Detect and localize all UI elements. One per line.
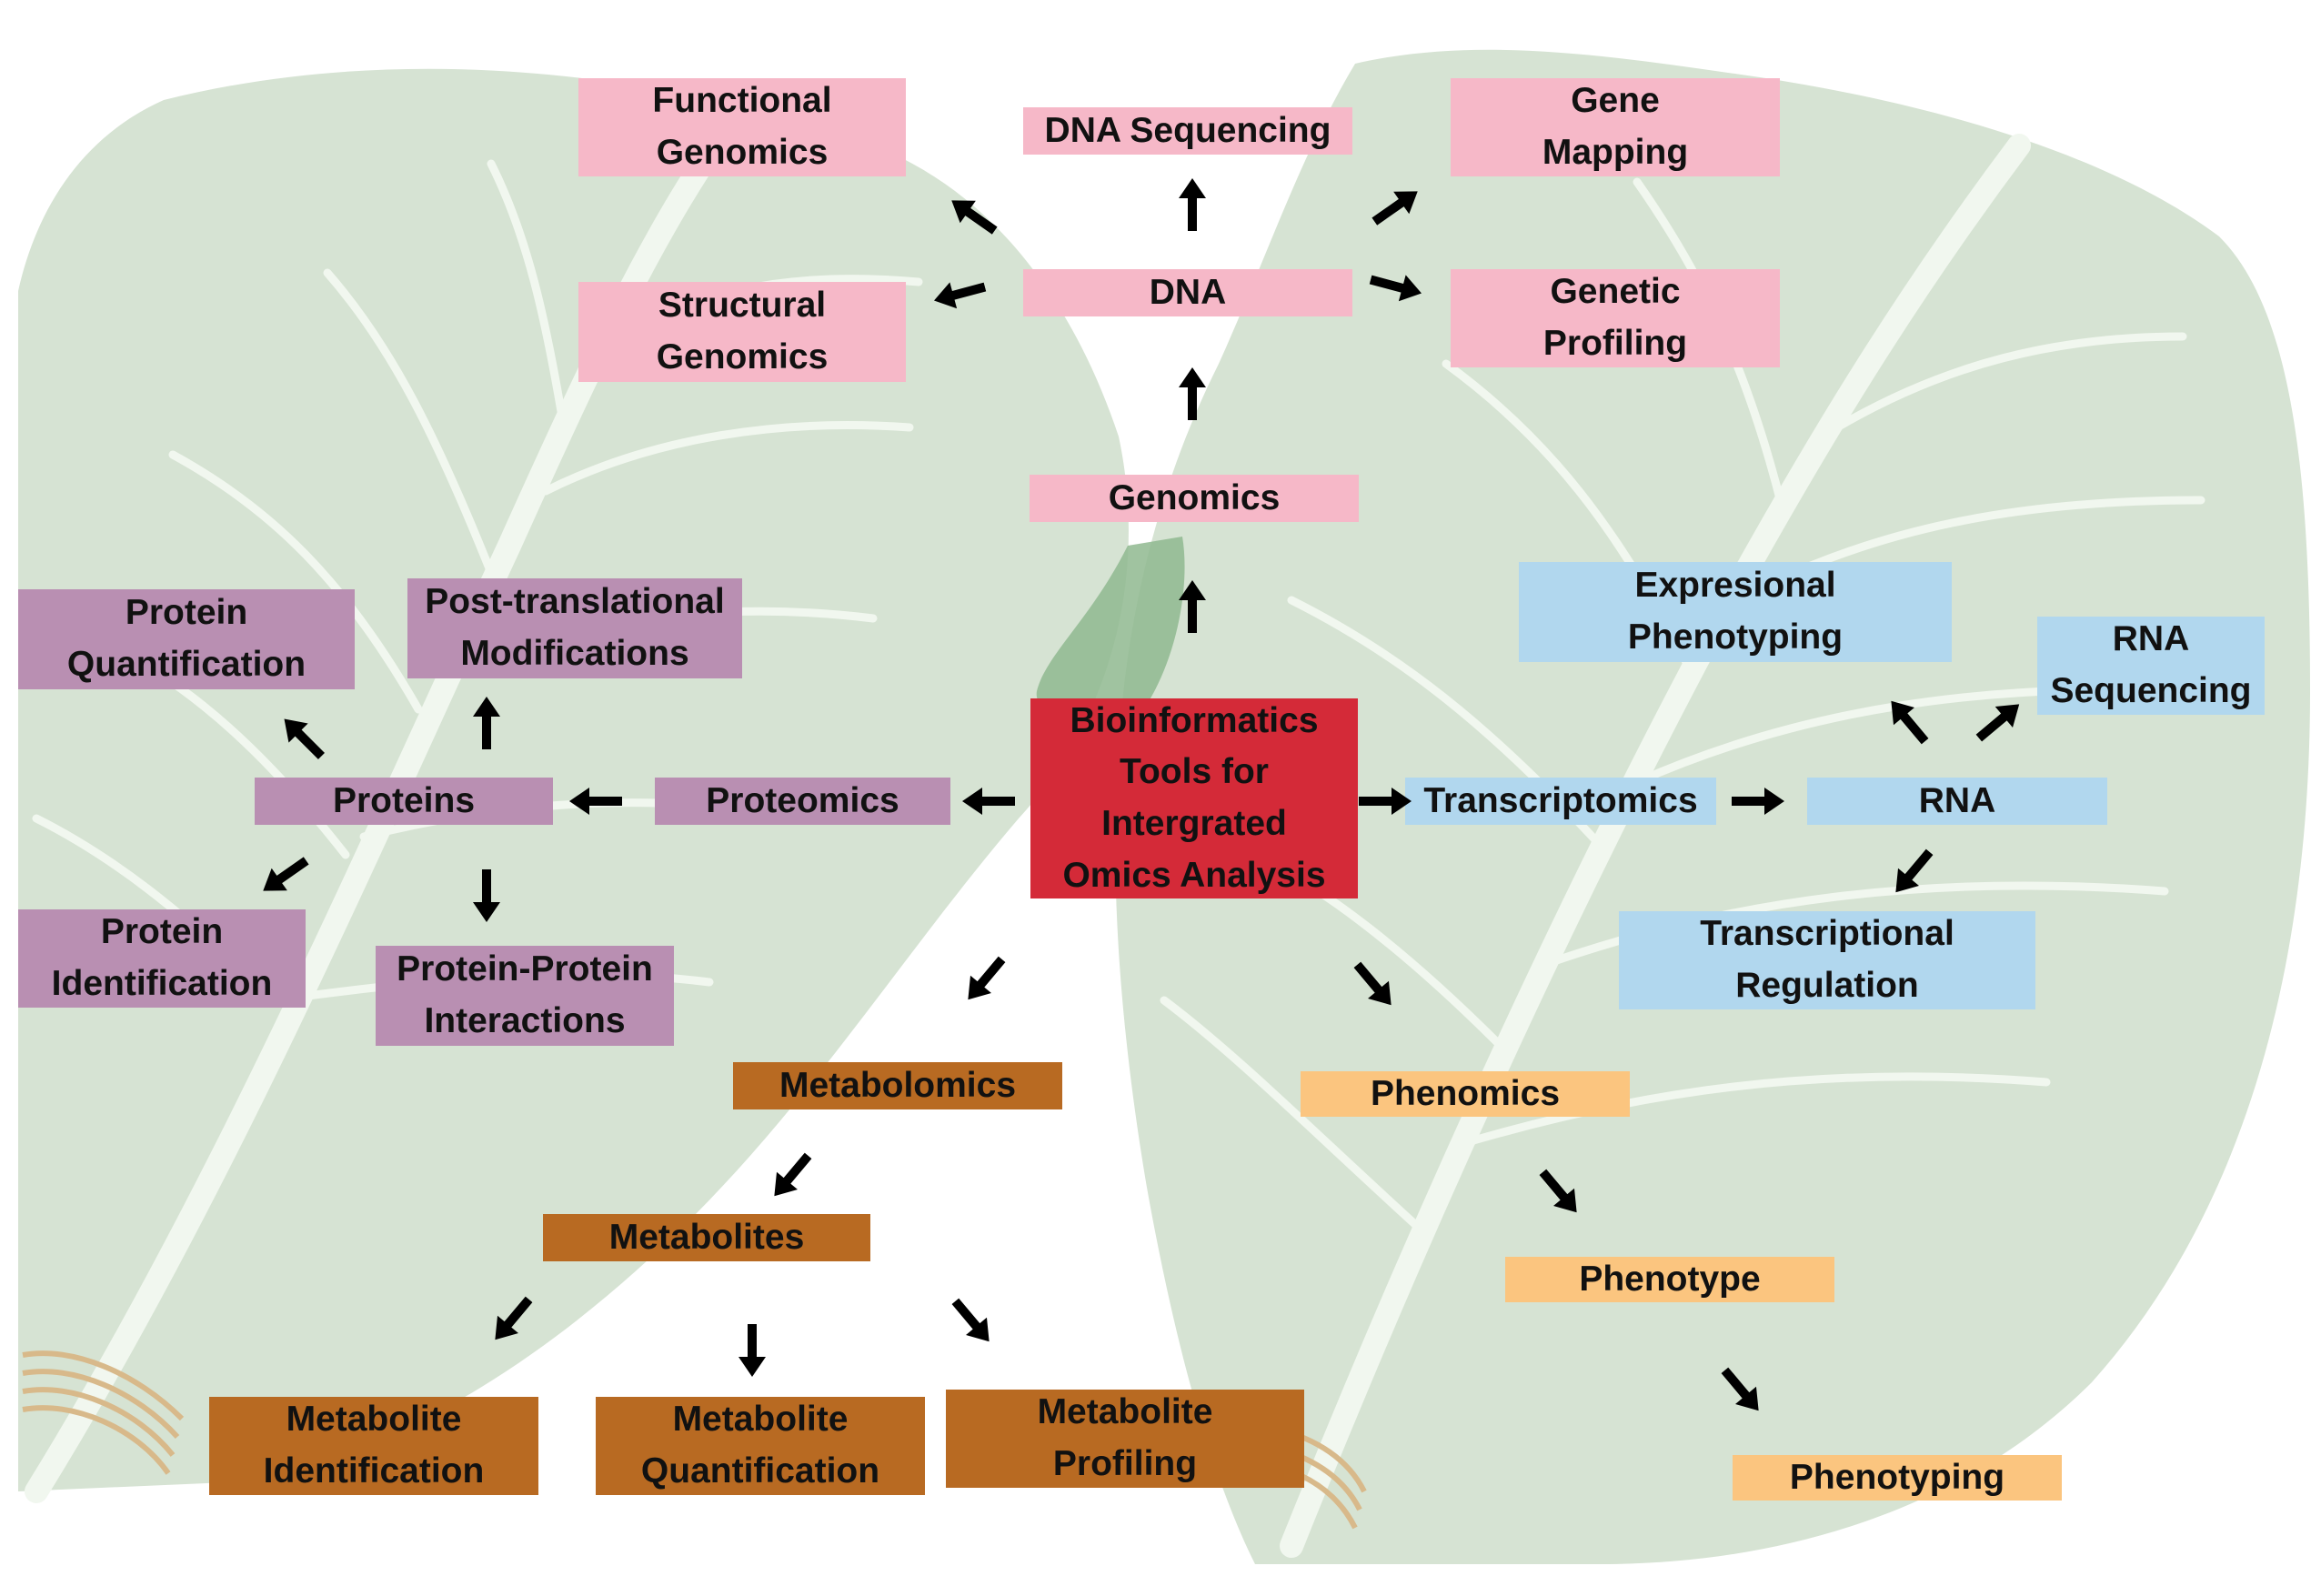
post-translational-box: Post-translational Modifications <box>407 578 742 678</box>
metabolomics-box: Metabolomics <box>733 1062 1062 1109</box>
phenotype-box: Phenotype <box>1505 1257 1834 1302</box>
arrow-transcriptomics <box>1359 788 1412 815</box>
arrow-metabolomics <box>968 956 1006 1000</box>
arrow-phenotyping <box>1721 1367 1759 1411</box>
center-bioinformatics-box: Bioinformatics Tools for Intergrated Omi… <box>1030 698 1358 898</box>
rna-sequencing-box: RNA Sequencing <box>2037 617 2265 715</box>
arrow-rna-sequencing <box>1975 704 2020 742</box>
protein-interactions-box: Protein-Protein Interactions <box>376 946 674 1046</box>
structural-genomics-box: Structural Genomics <box>578 282 906 382</box>
dna-sequencing-box: DNA Sequencing <box>1023 107 1352 155</box>
arrow-rna <box>1732 788 1784 815</box>
protein-identification-box: Protein Identification <box>18 909 306 1008</box>
phenotyping-box: Phenotyping <box>1733 1455 2062 1501</box>
arrow-protein-identification <box>263 857 309 891</box>
arrow-transcriptional-regulation <box>1895 848 1934 893</box>
phenomics-box: Phenomics <box>1301 1071 1630 1117</box>
arrow-proteins <box>569 788 622 815</box>
arrow-genetic-profiling <box>1369 275 1422 302</box>
expressional-phenotyping-box: Expresional Phenotyping <box>1519 562 1952 662</box>
arrow-protein-interactions <box>473 869 500 922</box>
functional-genomics-box: Functional Genomics <box>578 78 906 176</box>
right-midrib <box>1280 134 2031 1558</box>
rna-box: RNA <box>1807 778 2107 825</box>
metabolite-quantification-box: Metabolite Quantification <box>596 1397 925 1495</box>
transcriptomics-box: Transcriptomics <box>1405 778 1716 825</box>
arrow-metabolite-quantification <box>738 1324 766 1377</box>
arrow-structural-genomics <box>933 282 987 309</box>
left-twine <box>22 1350 185 1421</box>
dna-box: DNA <box>1023 269 1352 316</box>
arrow-functional-genomics <box>951 200 998 235</box>
arrow-proteomics <box>962 788 1015 815</box>
arrow-metabolite-identification <box>495 1296 533 1340</box>
arrow-dna-sequencing <box>1179 178 1206 231</box>
arrow-metabolite-profiling <box>951 1298 990 1342</box>
protein-quantification-box: Protein Quantification <box>18 589 355 689</box>
metabolite-profiling-box: Metabolite Profiling <box>946 1390 1304 1488</box>
metabolites-box: Metabolites <box>543 1214 870 1261</box>
arrow-post-translational <box>473 697 500 749</box>
genomics-box: Genomics <box>1030 475 1359 522</box>
arrow-protein-quantification <box>284 718 326 760</box>
arrow-phenotype <box>1539 1169 1577 1213</box>
gene-mapping-box: Gene Mapping <box>1451 78 1780 176</box>
metabolite-identification-box: Metabolite Identification <box>209 1397 538 1495</box>
stem <box>1036 537 1185 722</box>
transcriptional-regulation-box: Transcriptional Regulation <box>1619 911 2035 1009</box>
arrow-metabolites <box>774 1152 812 1197</box>
arrow-genomics-up <box>1179 580 1206 633</box>
arrow-phenomics <box>1353 961 1392 1006</box>
proteomics-box: Proteomics <box>655 778 950 825</box>
genetic-profiling-box: Genetic Profiling <box>1451 269 1780 367</box>
proteins-box: Proteins <box>255 778 553 825</box>
arrow-dna-up <box>1179 367 1206 420</box>
arrow-expressional-phenotyping <box>1891 700 1929 745</box>
arrow-gene-mapping <box>1372 191 1418 226</box>
